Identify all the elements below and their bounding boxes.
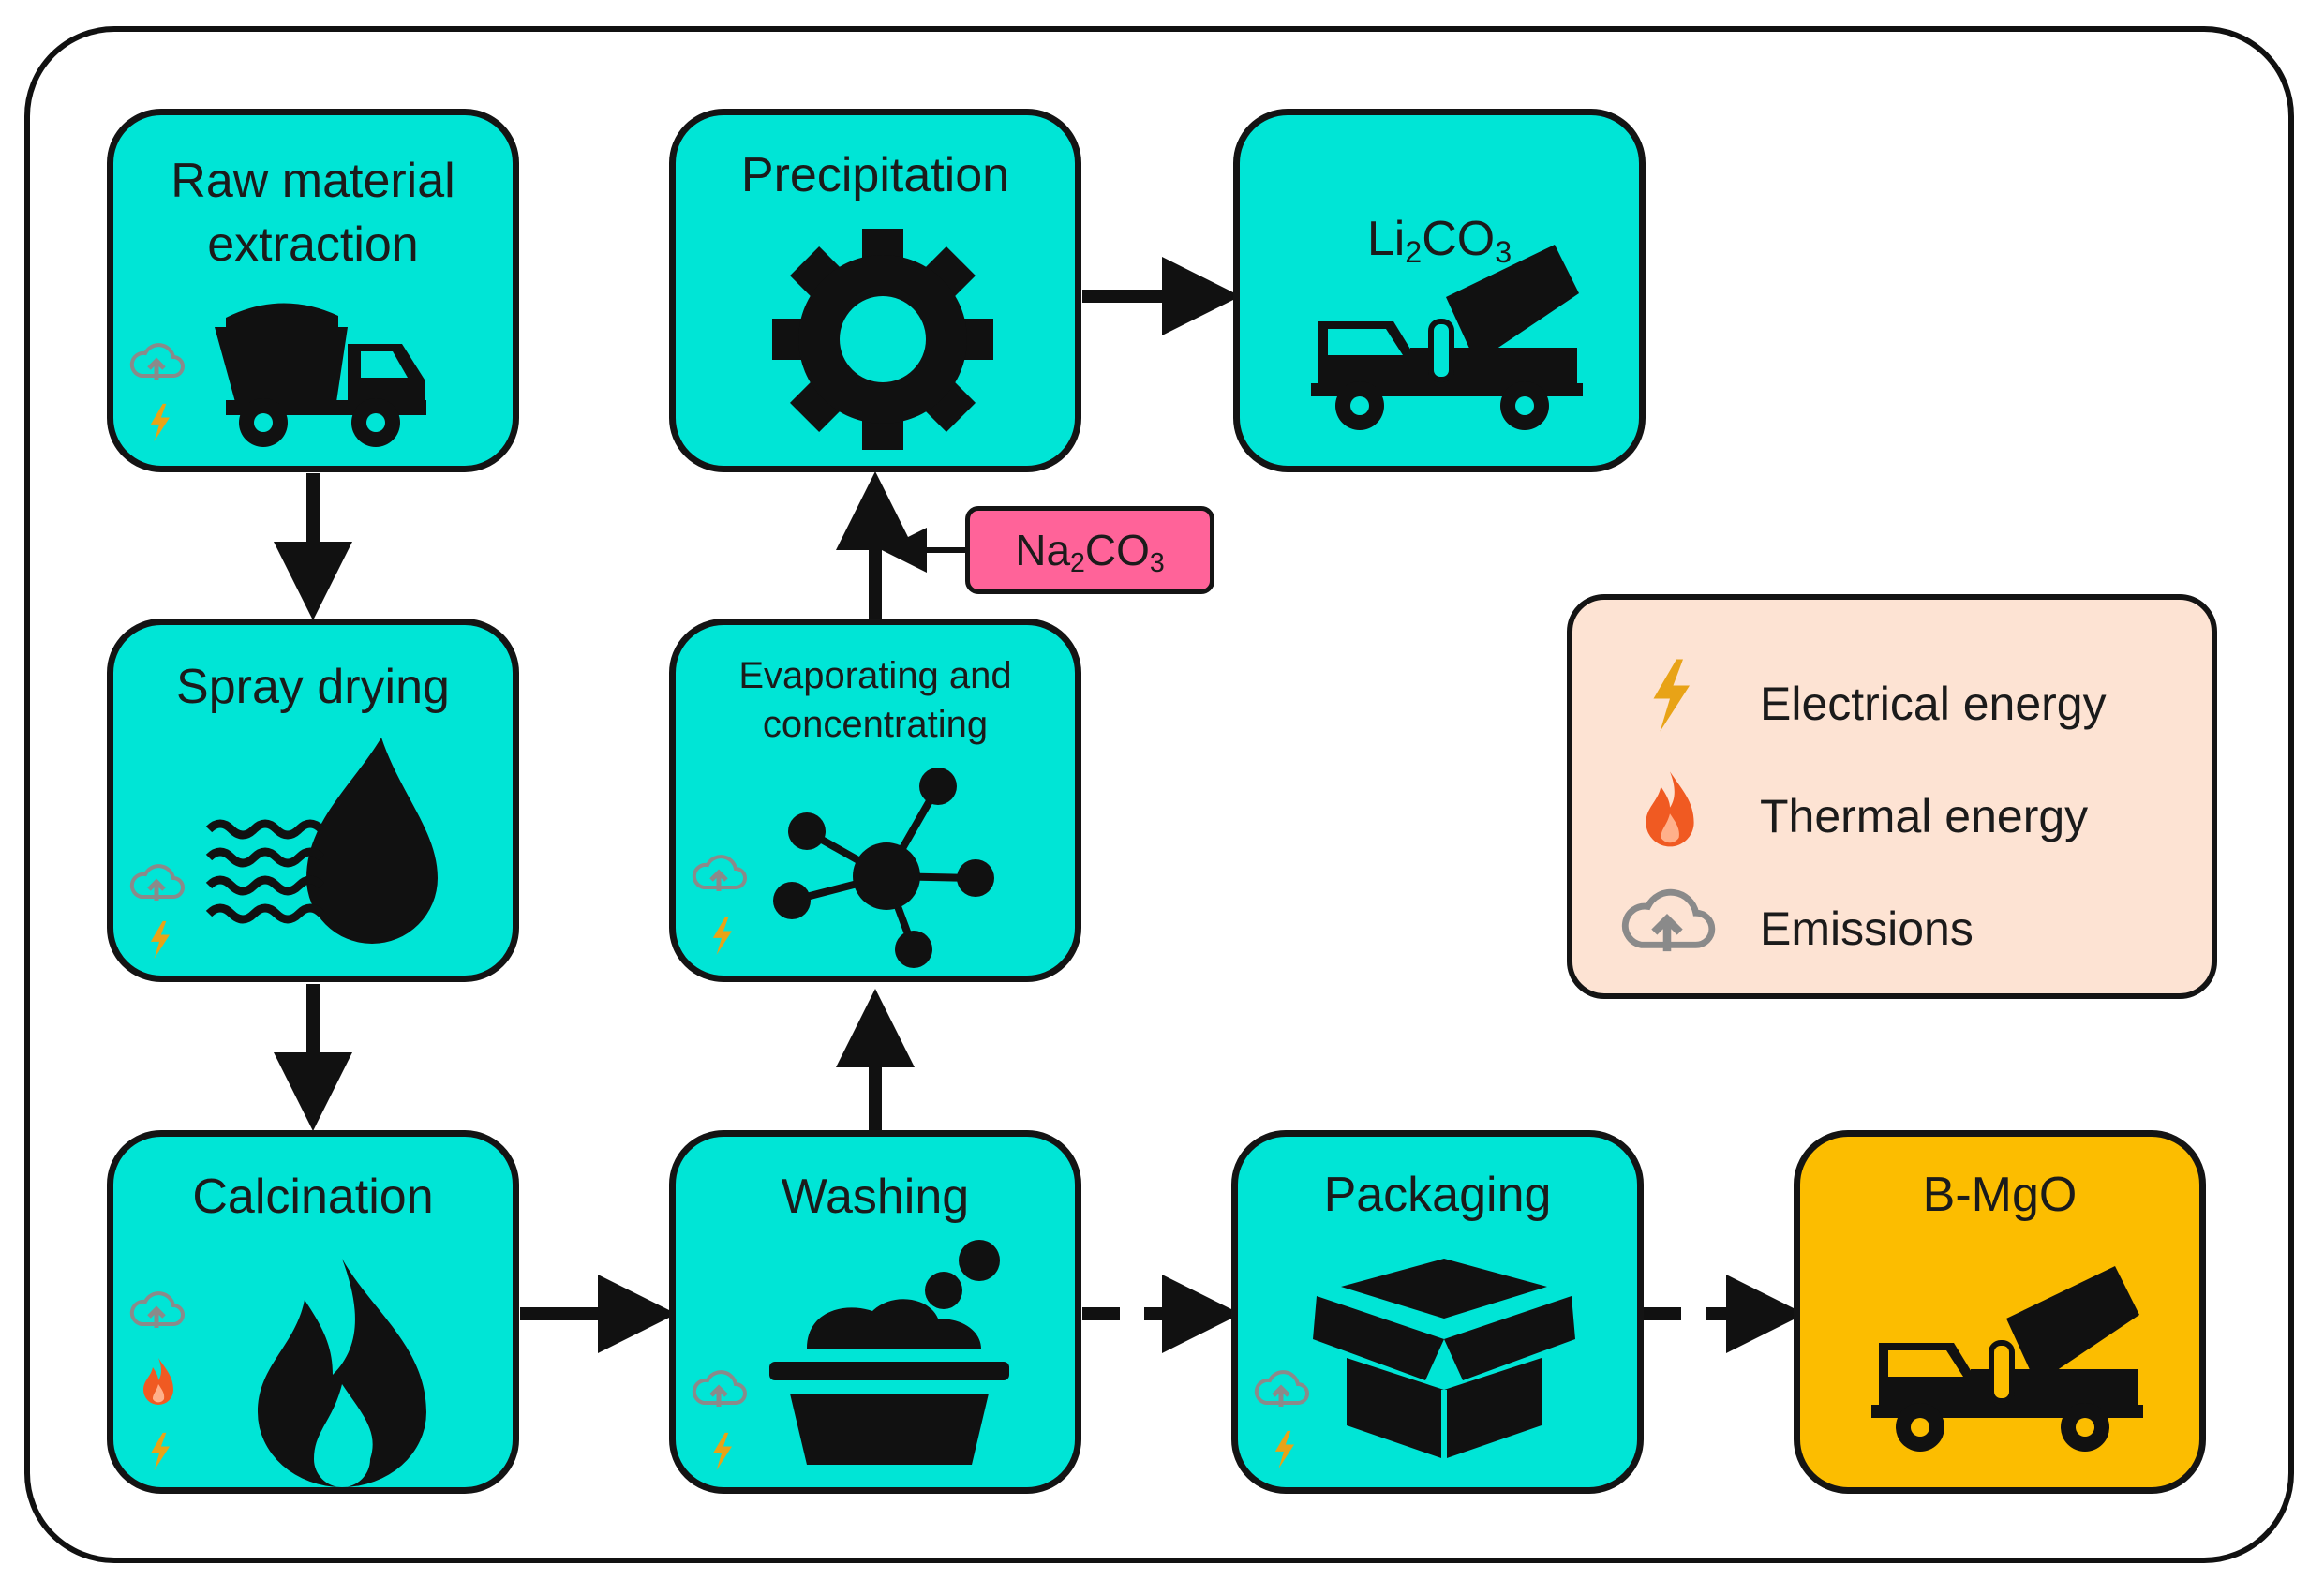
step-spray-drying: Spray drying <box>107 619 519 982</box>
water-drop-wind-icon <box>203 728 438 953</box>
emissions-icon <box>689 850 749 895</box>
legend-item-electrical: Electrical energy <box>1572 656 2212 759</box>
mixer-truck-icon <box>1305 237 1587 434</box>
step-li2co3: Li2CO3 <box>1233 109 1646 472</box>
step-label: B-MgO <box>1922 1168 2078 1222</box>
step-evaporating-concentrating: Evaporating and concentrating <box>669 619 1081 982</box>
step-label: Packaging <box>1323 1168 1552 1222</box>
electrical-energy-icon <box>708 1431 736 1472</box>
dump-truck-icon <box>207 290 432 449</box>
mixer-truck-icon <box>1866 1259 2147 1455</box>
washing-basin-icon <box>769 1240 1013 1474</box>
legend-label: Electrical energy <box>1760 678 2107 730</box>
step-packaging: Packaging <box>1231 1130 1644 1494</box>
thermal-energy-icon <box>140 1356 177 1409</box>
step-label: Calcination <box>192 1170 434 1224</box>
legend-item-thermal: Thermal energy <box>1572 768 2212 872</box>
step-b-mgo: B-MgO <box>1794 1130 2206 1494</box>
step-label: Precipitation <box>740 148 1010 202</box>
step-label: Washing <box>781 1170 970 1224</box>
step-washing: Washing <box>669 1130 1081 1494</box>
legend: Electrical energy Thermal energy Emissio… <box>1567 594 2217 999</box>
electrical-energy-icon <box>1270 1429 1298 1470</box>
legend-label: Emissions <box>1760 902 1974 955</box>
step-label: Li2CO3 <box>1366 212 1512 270</box>
emissions-icon <box>689 1365 749 1410</box>
step-label: Spray drying <box>176 660 450 714</box>
step-precipitation: Precipitation <box>669 109 1081 472</box>
step-raw-material-extraction: Raw material extraction <box>107 109 519 472</box>
electrical-energy-icon <box>145 1431 173 1472</box>
molecule-icon <box>769 756 1004 972</box>
legend-item-emissions: Emissions <box>1572 881 2212 984</box>
thermal-energy-icon <box>1640 768 1700 857</box>
emissions-icon <box>1251 1365 1311 1410</box>
legend-label: Thermal energy <box>1760 790 2089 842</box>
reagent-na2co3: Na2CO3 <box>965 506 1214 594</box>
emissions-icon <box>127 1287 186 1332</box>
step-label: Raw material extraction <box>171 154 455 272</box>
fire-icon <box>239 1253 445 1487</box>
electrical-energy-icon <box>145 919 173 961</box>
open-box-icon <box>1313 1249 1575 1465</box>
electrical-energy-icon <box>145 402 173 443</box>
electrical-energy-icon <box>1644 656 1696 739</box>
gear-icon <box>766 222 1000 456</box>
emissions-icon <box>127 859 186 904</box>
step-label: Evaporating and concentrating <box>738 655 1012 745</box>
emissions-icon <box>127 338 186 383</box>
step-calcination: Calcination <box>107 1130 519 1494</box>
electrical-energy-icon <box>708 916 736 957</box>
emissions-icon <box>1616 881 1719 962</box>
